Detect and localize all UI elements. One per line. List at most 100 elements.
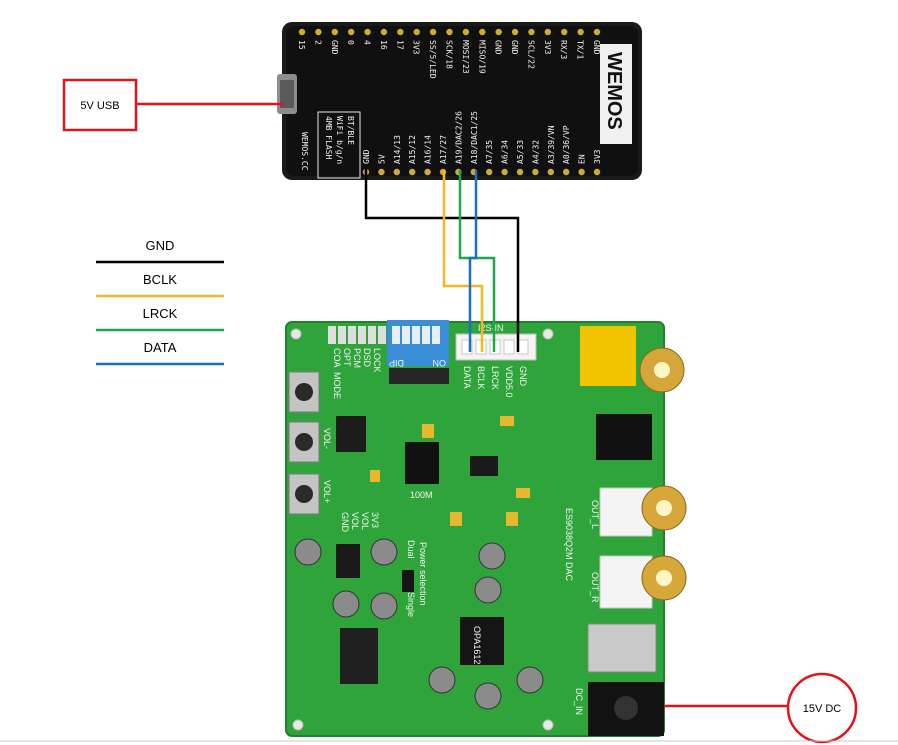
legend-label: GND xyxy=(146,238,175,253)
vol-down-label: VOL- xyxy=(322,428,332,449)
wemos-top-pin xyxy=(544,28,552,36)
wemos-top-pin xyxy=(446,28,453,36)
wemos-bottom-pin-label: 3V3 xyxy=(593,149,602,164)
wemos-bottom-pin xyxy=(516,168,524,176)
wemos-bottom-pin-label: A0/36/VP xyxy=(562,125,571,164)
wemos-top-pin xyxy=(397,28,404,36)
coaxial-input-jack[interactable] xyxy=(580,326,685,393)
dc-label: 15V DC xyxy=(803,703,842,715)
wemos-top-pin-label: SS/5/LED xyxy=(428,40,437,79)
wemos-top-pin xyxy=(561,28,568,36)
input-chip xyxy=(336,416,366,452)
vol-down-button[interactable] xyxy=(288,421,320,463)
wemos-top-pin-label: GND xyxy=(592,40,601,55)
wemos-top-pin-label: MISO/19 xyxy=(477,40,486,74)
wemos-top-pin-label: SCL/22 xyxy=(526,40,535,69)
wemos-brand-plate xyxy=(600,44,632,144)
wemos-top-pin xyxy=(331,28,338,36)
legend-label: LRCK xyxy=(143,306,178,321)
i2s-pin-label: BCLK xyxy=(476,366,486,390)
power-dual-label: Dual xyxy=(406,540,416,559)
vol-up-label: VOL+ xyxy=(322,480,332,503)
out-l-jack[interactable] xyxy=(599,485,687,537)
i2s-header-label: I2S-IN xyxy=(478,323,504,333)
smd-parts xyxy=(370,416,530,526)
out-l-label: OUT_L xyxy=(590,500,600,529)
power-jumper[interactable] xyxy=(402,570,414,592)
opamp-socket xyxy=(460,617,504,665)
vol-up-button[interactable] xyxy=(288,473,320,515)
regulator xyxy=(340,628,378,684)
wemos-top-pin-label: 2 xyxy=(313,40,322,45)
wemos-top-pin-label: GND xyxy=(330,40,339,55)
mode-button[interactable] xyxy=(288,371,320,413)
wemos-top-pin xyxy=(577,28,584,36)
wemos-top-pin xyxy=(298,28,306,36)
optical-input-jack[interactable] xyxy=(596,414,652,460)
regulator-small xyxy=(336,544,360,578)
wemos-footer: WEMOS.CC xyxy=(300,132,309,171)
dc-input-jack[interactable] xyxy=(588,682,664,736)
wemos-top-pin-label: SCK/18 xyxy=(445,40,454,69)
indicator-coa: COA xyxy=(332,348,342,368)
wemos-brand: WEMOS xyxy=(603,52,625,130)
wemos-top-pin-label: TX/1 xyxy=(576,40,585,59)
out-r-jack[interactable] xyxy=(599,555,687,609)
wemos-bottom-pin-label: 5V xyxy=(377,154,386,164)
data-wire xyxy=(468,170,478,352)
indicator-pcm: PCM xyxy=(352,348,362,368)
wemos-bottom-pin xyxy=(547,168,554,176)
wires xyxy=(364,168,520,352)
crystal-oscillator xyxy=(405,442,439,484)
wemos-bottom-pin-label: A14/13 xyxy=(393,135,402,164)
wemos-bottom-pin xyxy=(532,168,539,176)
bclk-wire xyxy=(442,170,484,352)
capacitors xyxy=(294,538,544,710)
power-selection-label: Power selection xyxy=(418,542,428,606)
wemos-top-pin-label: GND xyxy=(510,40,519,55)
dc-in-label: DC_IN xyxy=(574,688,584,715)
wemos-bottom-pin xyxy=(486,168,493,176)
wemos-top-pin xyxy=(364,28,371,36)
wemos-top-pin-label: 15 xyxy=(297,40,306,50)
opamp-label: OPA1612 xyxy=(472,626,482,664)
headphone-jack[interactable] xyxy=(587,623,657,673)
crystal-label: 100M xyxy=(410,490,433,500)
wemos-bottom-pin-label: A18/DAC1/25 xyxy=(470,111,479,164)
wemos-top-pin-label: GND xyxy=(494,40,503,55)
ir-pin-label: GND xyxy=(340,512,350,533)
mode-label: MODE xyxy=(332,372,342,399)
wemos-bottom-pin-label: A7/35 xyxy=(485,140,494,164)
wemos-bottom-pin xyxy=(563,168,570,176)
dip-switch[interactable] xyxy=(387,320,449,384)
wemos-top-pin-label: 3V3 xyxy=(412,40,421,55)
dc-label-circle xyxy=(786,672,858,744)
wemos-bottom-pin-label: A5/33 xyxy=(516,140,525,164)
wemos-top-pin xyxy=(495,28,502,36)
legend-label: DATA xyxy=(144,340,177,355)
wemos-bottom-pin xyxy=(424,168,431,176)
wemos-bottom-pin-label: A3/39/VN xyxy=(547,125,556,164)
wemos-bottom-pin-label: A19/DAC2/26 xyxy=(454,111,463,164)
wemos-top-pin-label: 0 xyxy=(346,40,355,45)
wemos-bottom-pin-label: EN xyxy=(578,154,587,164)
i2s-pin-label: LRCK xyxy=(490,366,500,390)
wemos-bottom-pin-label: A6/34 xyxy=(501,140,510,164)
indicator-lock: LOCK xyxy=(372,348,382,373)
wemos-bottom-pin xyxy=(578,168,585,176)
i2s-connector[interactable] xyxy=(455,333,537,361)
dac-board: LOCK DSD PCM OPT COA MODE DIP ON I2S-IN … xyxy=(285,320,687,737)
feature-wifi: WiFi b/g/n xyxy=(335,116,344,164)
usb-label: 5V USB xyxy=(80,100,119,112)
ir-pin-label: VOL xyxy=(360,512,370,530)
wemos-top-pin-label: 3V3 xyxy=(543,40,552,55)
wemos-top-pin xyxy=(479,28,486,36)
wemos-top-pin xyxy=(429,28,437,36)
wemos-top-pin xyxy=(528,28,535,36)
dc-callout: 15V DC xyxy=(664,672,858,744)
out-r-label: OUT_R xyxy=(590,572,600,603)
indicator-opt: OPT xyxy=(342,348,352,367)
